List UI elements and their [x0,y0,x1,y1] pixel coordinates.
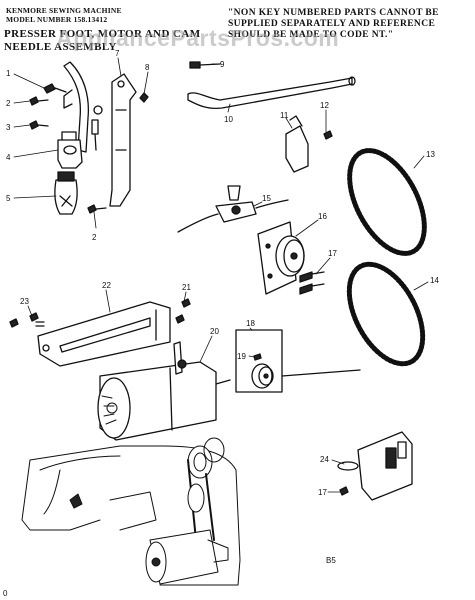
callout-2: 2 [6,99,11,108]
callout-18: 18 [246,319,255,328]
callout-20: 20 [210,327,219,336]
callout-1: 1 [6,69,11,78]
motor-bracket [9,298,191,367]
callout-16: 16 [318,212,327,221]
corner-mark: 0 [3,589,8,598]
callout-24: 24 [320,455,329,464]
callout-9: 9 [220,60,225,69]
sewing-machine-outline [21,437,241,586]
callout-19: 19 [237,352,246,361]
callout-5: 5 [6,194,11,203]
callout-15: 15 [262,194,271,203]
callout-10: 10 [224,115,233,124]
page-number: B5 [326,556,336,565]
motor-pulley-bracket [257,221,325,295]
cord-receptacle [337,431,413,501]
leader-lines [13,57,429,493]
section-title-line2: NEEDLE ASSEMBLY [4,41,117,53]
callout-17b: 17 [318,488,327,497]
callout-14: 14 [430,276,439,285]
callout-2b: 2 [92,233,97,242]
shaft-assembly [187,61,356,110]
model-title-line2: MODEL NUMBER 158.13412 [6,15,108,24]
needle-bar-assembly [29,61,149,215]
callout-17: 17 [328,249,337,258]
light-switch [177,185,289,233]
thread-guide [285,115,333,173]
callout-13: 13 [426,150,435,159]
motor-pulley [235,329,361,393]
callout-4: 4 [6,153,11,162]
callout-11: 11 [280,111,289,120]
motor [97,341,231,441]
callout-numbers: 1 2 3 4 5 2 7 8 9 10 11 12 13 14 15 16 1… [6,49,439,497]
watermark-text: AppliancePartsPros.com [56,25,340,51]
model-title-line1: KENMORE SEWING MACHINE [6,6,122,15]
callout-7: 7 [115,49,120,58]
drive-belts [346,148,427,367]
callout-23: 23 [20,297,29,306]
callout-3: 3 [6,123,11,132]
callout-8: 8 [145,63,150,72]
callout-22: 22 [102,281,111,290]
callout-21: 21 [182,283,191,292]
callout-12: 12 [320,101,329,110]
parts-note: "NON KEY NUMBERED PARTS CANNOT BE SUPPLI… [228,8,439,40]
section-title-line1: PRESSER FOOT, MOTOR AND CAM [4,28,201,40]
